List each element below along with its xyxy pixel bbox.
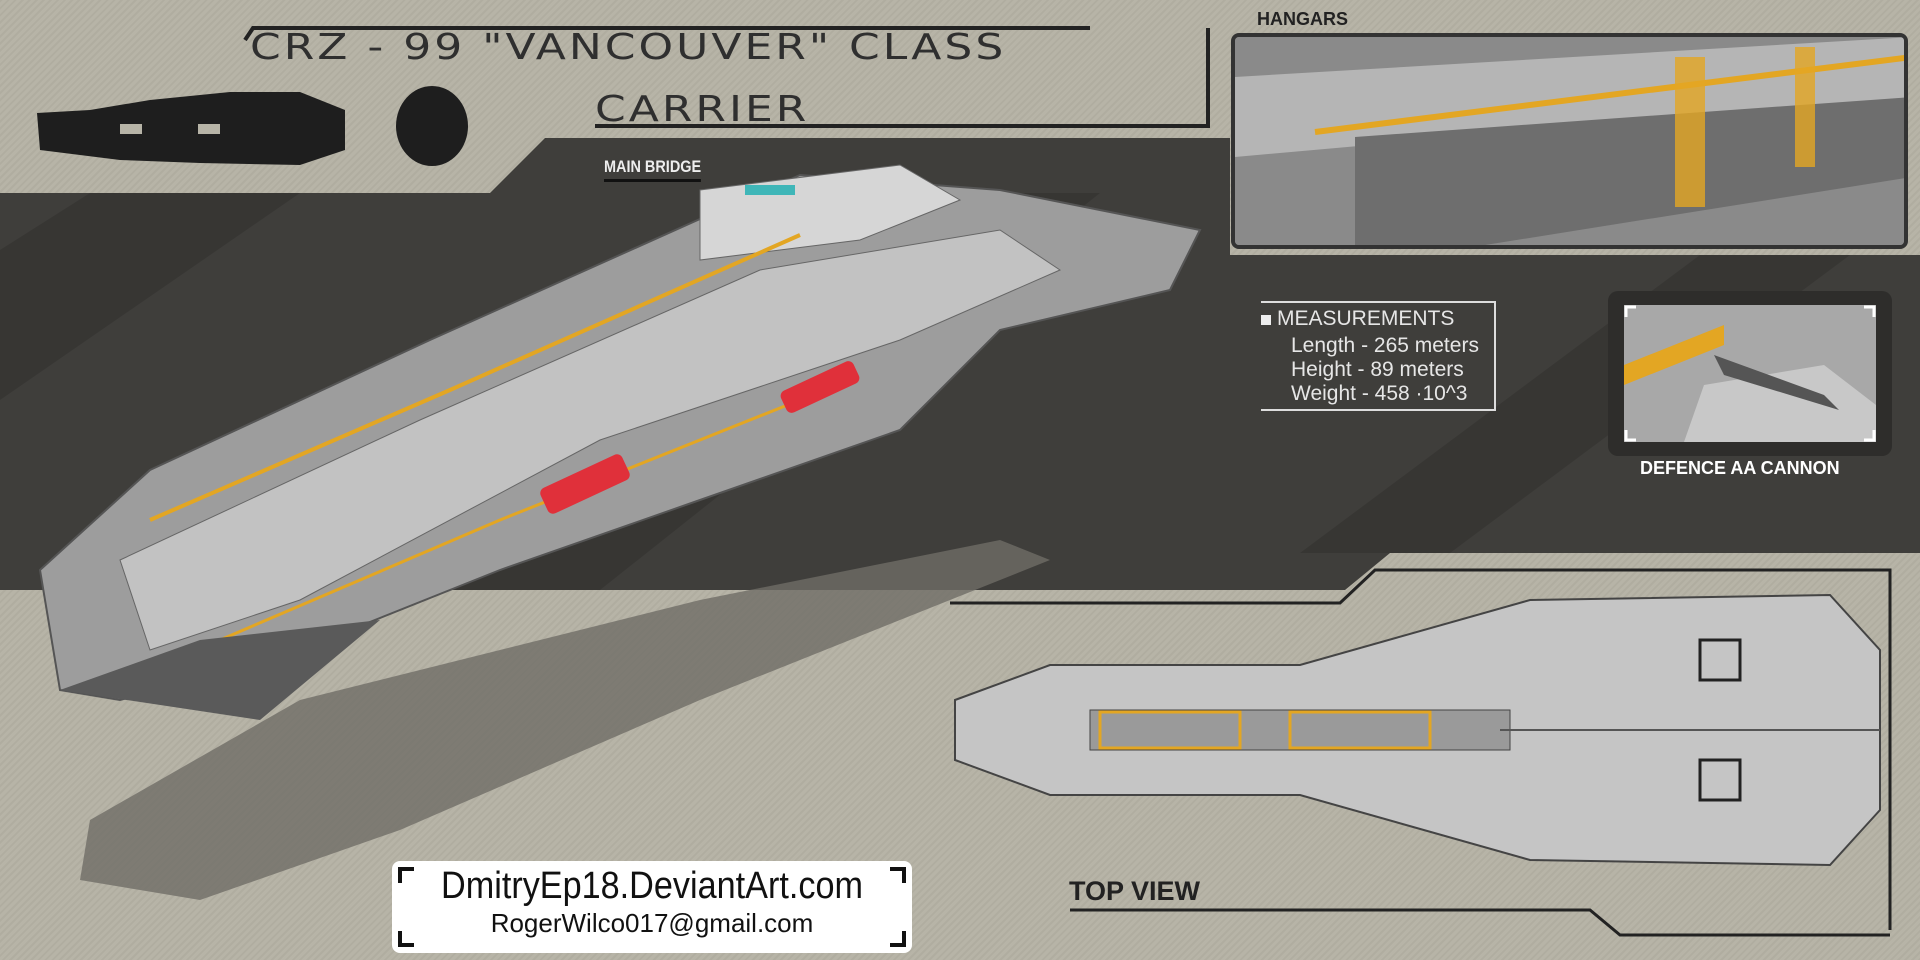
front-silhouette-icon xyxy=(396,86,468,166)
credits-email: RogerWilco017@gmail.com xyxy=(490,908,814,938)
aa-cannon-image xyxy=(1624,305,1876,442)
measurement-height: Height - 89 meters xyxy=(1291,358,1464,381)
hangars-label: HANGARS xyxy=(1257,9,1349,29)
ship-shadow xyxy=(80,540,1050,900)
hangars-image xyxy=(1231,33,1908,249)
credits-box: DmitryEp18.DeviantArt.com RogerWilco017@… xyxy=(392,861,912,953)
measurement-weight: Weight - 458 ·10^3 xyxy=(1291,382,1468,405)
title-frame xyxy=(243,26,1090,42)
title-line-1: CRZ - 99 "VANCOUVER" CLASS xyxy=(250,27,1007,68)
side-silhouette-icon xyxy=(37,92,345,165)
topview-frame xyxy=(950,568,1892,930)
aa-cannon-frame xyxy=(1608,291,1892,456)
main-bridge-label: MAIN BRIDGE xyxy=(604,157,702,182)
measurements-box: MEASUREMENTS Length - 265 meters Height … xyxy=(1261,301,1496,411)
top-view-render xyxy=(954,593,1881,867)
measurements-heading: MEASUREMENTS xyxy=(1277,307,1455,330)
title-line-2: CARRIER xyxy=(595,89,810,130)
top-view-label: TOP VIEW xyxy=(1069,876,1201,906)
bullet-icon xyxy=(1261,315,1271,325)
defence-aa-cannon-label: DEFENCE AA CANNON xyxy=(1640,458,1840,478)
credits-site: DmitryEp18.DeviantArt.com xyxy=(441,865,863,907)
measurement-length: Length - 265 meters xyxy=(1291,334,1479,357)
carrier-ship-render xyxy=(38,164,1202,720)
